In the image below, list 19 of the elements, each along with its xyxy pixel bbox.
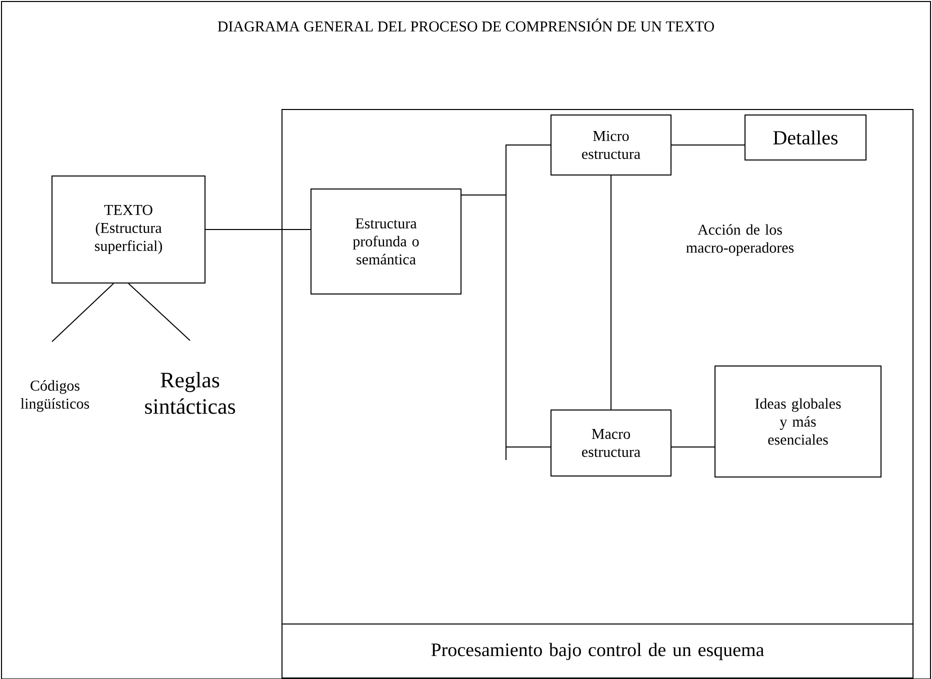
footer-band: Procesamiento bajo control de un esquema — [282, 623, 914, 679]
connector-line — [205, 228, 311, 230]
process-box: Macro estructura — [550, 409, 672, 476]
annotation: Acción de los macro-operadores — [686, 224, 794, 256]
bare-text: Reglas sintácticas — [145, 372, 236, 414]
connector-line — [461, 194, 551, 460]
process-box: Estructura profunda o semántica — [310, 188, 462, 294]
process-box: Micro estructura — [550, 114, 672, 176]
connector-line — [610, 175, 612, 410]
title: DIAGRAMA GENERAL DEL PROCESO DE COMPRENSIÓN DE UN TEXTO — [218, 18, 714, 32]
connector-line — [128, 283, 190, 342]
connector-line — [52, 283, 114, 342]
process-box: Detalles — [744, 114, 866, 160]
connector-line — [671, 446, 715, 448]
bare-text: Códigos lingüísticos — [20, 380, 90, 412]
process-box: Ideas globales y más esenciales — [714, 365, 882, 478]
process-panel — [282, 109, 914, 678]
connector-line — [671, 144, 745, 146]
text-box: TEXTO (Estructura superficial) — [52, 175, 206, 284]
